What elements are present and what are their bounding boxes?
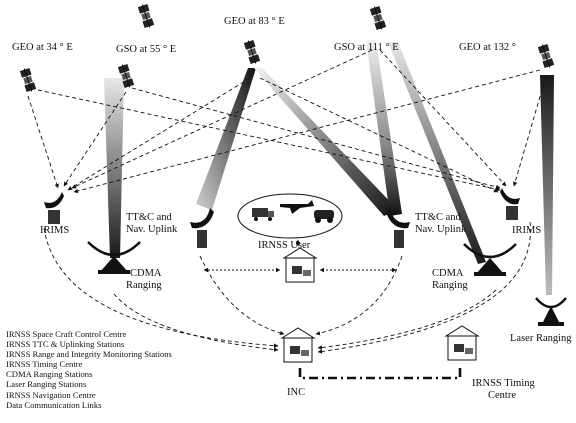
irnss-user-zone: [237, 193, 343, 239]
ranging-station-icon: [87, 241, 141, 274]
building-icon: [280, 327, 316, 363]
legend-item: Laser Ranging Stations: [6, 379, 87, 390]
beam-geo132-laser: [540, 75, 554, 295]
label-gso55: GSO at 55 ° E: [116, 44, 177, 55]
antenna-dish-icon: [500, 188, 520, 220]
beam-geo83-left: [196, 68, 256, 210]
label-ttc-right-2: Nav. Uplink: [415, 224, 467, 235]
label-cdma-left-2: Ranging: [126, 280, 162, 291]
truck-icon: [252, 208, 274, 221]
label-geo132: GEO at 132 °: [459, 42, 516, 53]
legend-item: IRNSS Timing Centre: [6, 359, 83, 370]
satellite-icon: [137, 2, 155, 30]
legend-item: Data Communication Links: [6, 399, 102, 410]
satellite-icon: [243, 38, 261, 66]
label-timing-centre-1: IRNSS Timing: [472, 378, 535, 389]
data-link-inc-timing: [298, 364, 462, 380]
label-laser-ranging: Laser Ranging: [510, 333, 572, 344]
label-ttc-right-1: TT&C and: [415, 212, 461, 223]
label-ttc-left-2: Nav. Uplink: [126, 224, 178, 235]
legend-item: IRNSS Range and Integrity Monitoring Sta…: [6, 349, 172, 360]
label-geo83: GEO at 83 ° E: [224, 16, 285, 27]
label-gso111: GSO at 111 ° E: [334, 42, 399, 53]
label-irims-left: IRIMS: [40, 225, 70, 236]
car-icon: [314, 210, 334, 223]
label-cdma-right-2: Ranging: [432, 280, 468, 291]
legend-item: IRNSS TTC & Uplinking Stations: [6, 339, 125, 350]
antenna-dish-icon: [190, 208, 214, 248]
label-timing-centre-2: Centre: [488, 390, 516, 401]
beam-geo83-right: [254, 68, 398, 216]
label-cdma-left-1: CDMA: [130, 268, 162, 279]
legend: IRNSS Space Craft Control Centre IRNSS T…: [6, 329, 172, 410]
antenna-dish-icon: [44, 192, 64, 224]
ranging-station-icon: [535, 297, 567, 326]
legend-item: CDMA Ranging Stations: [6, 369, 93, 380]
beam-gso55-cdma: [104, 78, 124, 258]
satellite-icon: [19, 66, 37, 94]
beam-gso111-cdma: [388, 42, 486, 264]
airplane-icon: [280, 200, 314, 214]
legend-item: IRNSS Navigation Centre: [6, 389, 96, 400]
beam-gso111-right: [366, 40, 402, 216]
label-irims-right: IRIMS: [512, 225, 542, 236]
satellite-icon: [537, 42, 555, 70]
label-cdma-right-1: CDMA: [432, 268, 464, 279]
building-icon: [282, 247, 318, 283]
label-inc: INC: [287, 387, 306, 398]
label-ttc-left-1: TT&C and: [126, 212, 172, 223]
ranging-station-icon: [463, 243, 517, 276]
legend-item: IRNSS Space Craft Control Centre: [6, 329, 127, 339]
label-geo34: GEO at 34 ° E: [12, 42, 73, 53]
building-icon: [444, 325, 480, 361]
antenna-dish-icon: [386, 208, 410, 248]
satellite-icon: [369, 4, 387, 32]
label-irnss-user: IRNSS User: [258, 240, 311, 251]
